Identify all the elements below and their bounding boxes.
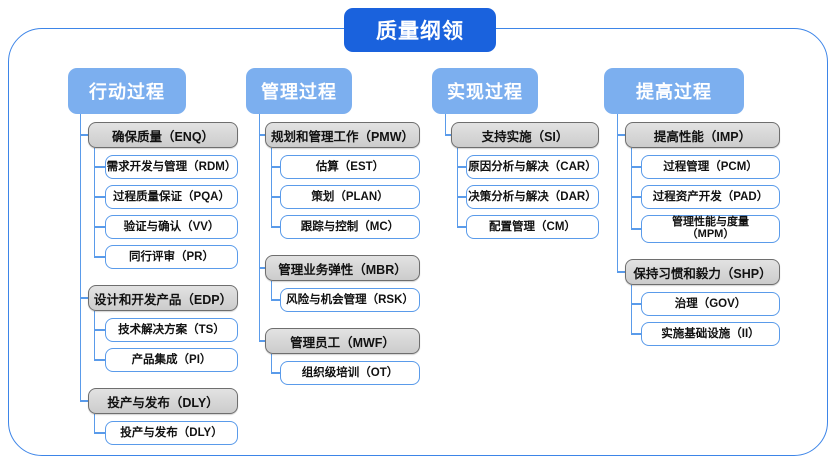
connector-leaf-stub [631, 166, 641, 168]
group-box-2-3[interactable]: 管理员工（MWF） [265, 328, 420, 354]
connector-leaf-stub [457, 196, 466, 198]
leaf-box-1-2-1[interactable]: 技术解决方案（TS） [105, 318, 238, 342]
connector-group-stub [445, 134, 451, 136]
connector-leaf-stub [271, 196, 280, 198]
group-box-4-1[interactable]: 提高性能（IMP） [625, 122, 780, 148]
leaf-box-1-1-3[interactable]: 验证与确认（VV） [105, 215, 238, 239]
connector-group-stub [259, 340, 265, 342]
connector-child-trunk [631, 148, 633, 229]
connector-leaf-stub [457, 166, 466, 168]
leaf-box-1-1-4[interactable]: 同行评审（PR） [105, 245, 238, 269]
leaf-box-2-2-1[interactable]: 风险与机会管理（RSK） [280, 288, 420, 312]
connector-leaf-stub [94, 359, 105, 361]
connector-group-stub [617, 271, 625, 273]
group-box-4-2[interactable]: 保持习惯和毅力（SHP） [625, 259, 780, 285]
leaf-box-4-2-2[interactable]: 实施基础设施（II） [641, 322, 780, 346]
leaf-box-1-1-1[interactable]: 需求开发与管理（RDM） [105, 155, 238, 179]
connector-leaf-stub [631, 228, 641, 230]
category-header-1[interactable]: 行动过程 [68, 68, 186, 114]
connector-leaf-stub [631, 303, 641, 305]
leaf-box-4-1-2[interactable]: 过程资产开发（PAD） [641, 185, 780, 209]
category-header-3[interactable]: 实现过程 [432, 68, 538, 114]
leaf-box-2-1-2[interactable]: 策划（PLAN） [280, 185, 420, 209]
leaf-box-4-1-1[interactable]: 过程管理（PCM） [641, 155, 780, 179]
connector-leaf-stub [94, 432, 105, 434]
leaf-box-2-1-1[interactable]: 估算（EST） [280, 155, 420, 179]
connector-child-trunk [94, 311, 96, 360]
connector-group-stub [617, 134, 625, 136]
connector-main-trunk [617, 114, 619, 272]
group-box-3-1[interactable]: 支持实施（SI） [451, 122, 599, 148]
connector-child-trunk [271, 148, 273, 227]
group-box-2-2[interactable]: 管理业务弹性（MBR） [265, 255, 420, 281]
leaf-box-2-3-1[interactable]: 组织级培训（OT） [280, 361, 420, 385]
group-box-2-1[interactable]: 规划和管理工作（PMW） [265, 122, 420, 148]
leaf-box-2-1-3[interactable]: 跟踪与控制（MC） [280, 215, 420, 239]
connector-main-trunk [259, 114, 261, 341]
group-box-1-1[interactable]: 确保质量（ENQ） [88, 122, 238, 148]
connector-leaf-stub [271, 226, 280, 228]
diagram-title: 质量纲领 [344, 8, 496, 52]
connector-leaf-stub [94, 226, 105, 228]
connector-child-trunk [94, 148, 96, 257]
connector-child-trunk [94, 414, 96, 433]
connector-child-trunk [271, 281, 273, 300]
connector-group-stub [80, 400, 88, 402]
connector-group-stub [259, 267, 265, 269]
connector-leaf-stub [631, 196, 641, 198]
leaf-box-1-3-1[interactable]: 投产与发布（DLY） [105, 421, 238, 445]
category-header-2[interactable]: 管理过程 [246, 68, 352, 114]
connector-leaf-stub [94, 166, 105, 168]
connector-leaf-stub [94, 256, 105, 258]
connector-leaf-stub [94, 329, 105, 331]
leaf-box-3-1-3[interactable]: 配置管理（CM） [466, 215, 599, 239]
group-box-1-2[interactable]: 设计和开发产品（EDP） [88, 285, 238, 311]
connector-group-stub [80, 134, 88, 136]
connector-leaf-stub [457, 226, 466, 228]
leaf-box-1-2-2[interactable]: 产品集成（PI） [105, 348, 238, 372]
connector-leaf-stub [94, 196, 105, 198]
connector-child-trunk [457, 148, 459, 227]
leaf-box-1-1-2[interactable]: 过程质量保证（PQA） [105, 185, 238, 209]
group-box-1-3[interactable]: 投产与发布（DLY） [88, 388, 238, 414]
leaf-box-3-1-2[interactable]: 决策分析与解决（DAR） [466, 185, 599, 209]
leaf-box-3-1-1[interactable]: 原因分析与解决（CAR） [466, 155, 599, 179]
connector-main-trunk [80, 114, 82, 401]
connector-leaf-stub [271, 166, 280, 168]
connector-leaf-stub [631, 333, 641, 335]
connector-group-stub [80, 297, 88, 299]
leaf-box-4-2-1[interactable]: 治理（GOV） [641, 292, 780, 316]
leaf-box-4-1-3[interactable]: 管理性能与度量（MPM） [641, 215, 780, 243]
connector-group-stub [259, 134, 265, 136]
connector-child-trunk [271, 354, 273, 373]
connector-child-trunk [631, 285, 633, 334]
connector-leaf-stub [271, 372, 280, 374]
connector-leaf-stub [271, 299, 280, 301]
connector-main-trunk [445, 114, 447, 135]
category-header-4[interactable]: 提高过程 [604, 68, 744, 114]
